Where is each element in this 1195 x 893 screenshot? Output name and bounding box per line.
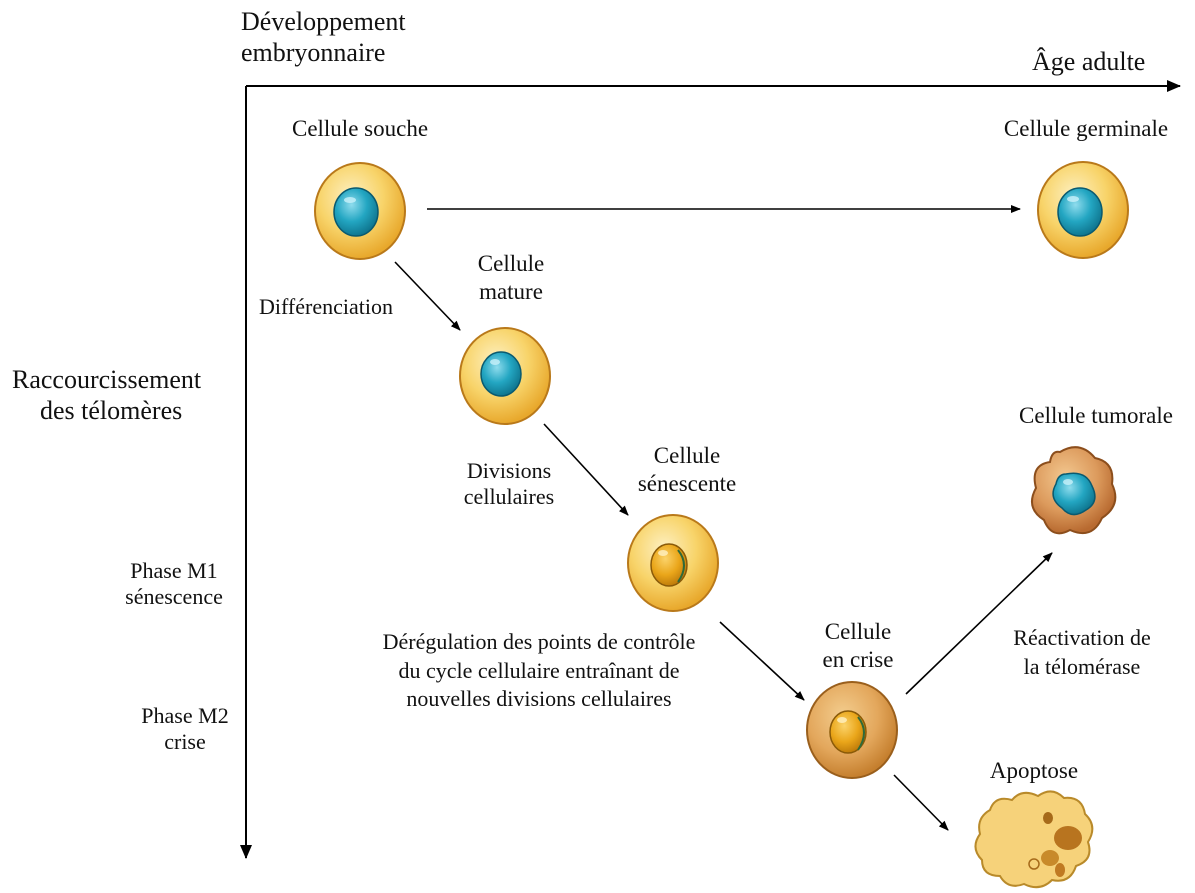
crisis-cell-label: Cellule en crise <box>823 618 894 673</box>
divisions-line1: Divisions <box>466 458 552 483</box>
phase-m2-line1: Phase M2 <box>141 703 229 728</box>
arrow-divisions <box>543 423 629 516</box>
divisions-label: Divisions cellulaires <box>464 458 554 511</box>
reactivation-line2: la télomérase <box>1023 653 1141 679</box>
axis-start-line2: embryonnaire <box>241 38 386 68</box>
senescent-cell-line1: Cellule <box>653 443 721 468</box>
phase-m2-label: Phase M2 crise <box>141 703 228 756</box>
senescent-cell-label: Cellule sénescente <box>638 442 736 497</box>
crisis-cell-line1: Cellule <box>824 619 892 644</box>
mature-cell-line2: mature <box>479 278 543 304</box>
germinal-cell-label: Cellule germinale <box>1003 116 1169 141</box>
senescent-cell-icon <box>627 514 719 612</box>
reactivation-line1: Réactivation de <box>1013 625 1151 650</box>
phase-m1-line1: Phase M1 <box>130 558 218 583</box>
mature-cell-icon <box>459 327 551 425</box>
tumor-cell-icon <box>1030 446 1117 535</box>
arrow-reactivation <box>905 552 1053 695</box>
deregulation-line1: Dérégulation des points de contrôle <box>382 629 696 654</box>
crisis-cell-icon <box>806 681 898 779</box>
germinal-cell-icon <box>1037 161 1129 259</box>
crisis-cell-line2: en crise <box>822 646 894 672</box>
deregulation-line2: du cycle cellulaire entraînant de <box>398 657 680 683</box>
phase-m2-line2: crise <box>164 729 206 755</box>
tumor-cell-label: Cellule tumorale <box>1019 403 1173 428</box>
axis-start-line1: Développement <box>241 7 406 36</box>
deregulation-line3: nouvelles divisions cellulaires <box>406 686 672 712</box>
axis-start-label: Développement embryonnaire <box>241 6 406 68</box>
mature-cell-line1: Cellule <box>477 251 545 276</box>
phase-m1-line2: sénescence <box>125 584 223 610</box>
y-axis-label: Raccourcissement des télomères <box>12 364 201 426</box>
phase-m1-label: Phase M1 sénescence <box>125 558 223 611</box>
arrow-deregulation <box>719 621 805 701</box>
y-axis-line2: des télomères <box>40 396 183 426</box>
senescent-cell-line2: sénescente <box>637 470 737 496</box>
stem-cell-label: Cellule souche <box>291 116 429 141</box>
differentiation-label: Différenciation <box>259 294 393 319</box>
stem-cell-icon <box>314 162 406 260</box>
arrow-differentiation <box>394 261 461 331</box>
divisions-line2: cellulaires <box>463 484 555 510</box>
mature-cell-label: Cellule mature <box>478 250 544 305</box>
apoptosis-label: Apoptose <box>989 758 1079 783</box>
axis-end-label: Âge adulte <box>1032 47 1146 76</box>
y-axis-line1: Raccourcissement <box>12 365 202 394</box>
arrow-apoptosis <box>893 774 949 831</box>
deregulation-label: Dérégulation des points de contrôle du c… <box>383 628 696 714</box>
reactivation-label: Réactivation de la télomérase <box>1013 624 1150 681</box>
apoptotic-cell-icon <box>974 790 1094 889</box>
